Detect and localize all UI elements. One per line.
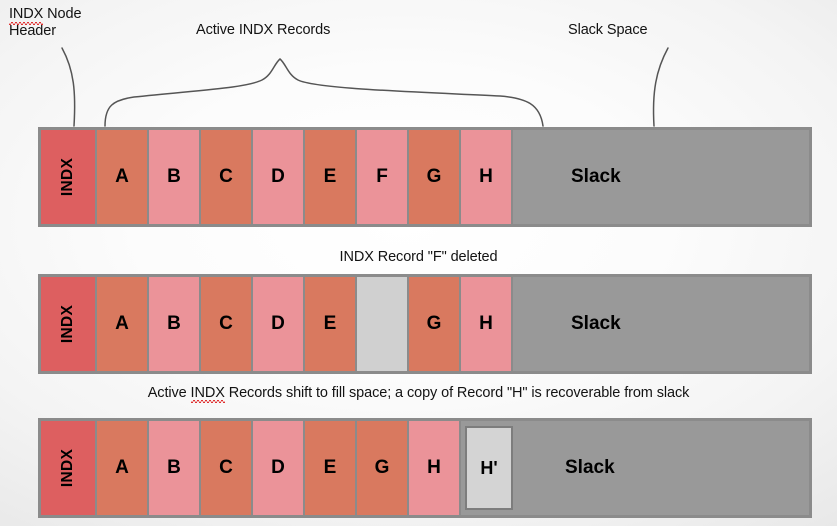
cell-record-g: G — [409, 277, 461, 371]
caption-prefix: Active — [147, 385, 191, 401]
slack-label: Slack — [565, 457, 615, 478]
brace-active-records — [104, 58, 544, 127]
cell-record-e: E — [305, 130, 357, 224]
cell-slack-region: Slack — [513, 130, 809, 224]
cell-record-d: D — [253, 130, 305, 224]
cell-record-b: B — [149, 421, 201, 515]
row-initial-bar: INDX A B C D E F G H Slack — [38, 127, 812, 227]
cell-slack-region: Slack — [513, 277, 809, 371]
label-header-line2: Header — [9, 23, 56, 39]
leader-line-node-header — [61, 47, 76, 127]
cell-record-h: H — [461, 130, 513, 224]
label-node-suffix: Node — [43, 6, 82, 22]
cell-record-c: C — [201, 421, 253, 515]
cell-record-b: B — [149, 277, 201, 371]
cell-indx-header: INDX — [41, 277, 97, 371]
label-slack-space: Slack Space — [568, 22, 648, 38]
cell-record-a: A — [97, 130, 149, 224]
cell-slack-region-with-remnant: H' Slack — [461, 421, 809, 515]
cell-indx-header: INDX — [41, 130, 97, 224]
cell-record-f: F — [357, 130, 409, 224]
cell-recoverable-h-prime: H' — [465, 426, 513, 510]
cell-record-h: H — [409, 421, 461, 515]
cell-record-g: G — [409, 130, 461, 224]
leader-line-slack-space — [652, 47, 669, 127]
cell-record-g: G — [357, 421, 409, 515]
indx-header-text: INDX — [58, 304, 76, 344]
row-shifted-bar: INDX A B C D E G H H' Slack — [38, 418, 812, 518]
cell-record-b: B — [149, 130, 201, 224]
cell-record-a: A — [97, 421, 149, 515]
row-deleted-bar: INDX A B C D E G H Slack — [38, 274, 812, 374]
indx-header-text: INDX — [58, 448, 76, 488]
label-active-indx-records: Active INDX Records — [196, 22, 331, 38]
cell-record-c: C — [201, 130, 253, 224]
cell-deleted-slot-f — [357, 277, 409, 371]
caption-record-f-deleted: INDX Record "F" deleted — [339, 249, 498, 265]
cell-record-e: E — [305, 421, 357, 515]
misspelled-indx-token: INDX — [9, 6, 44, 25]
misspelled-indx-token: INDX — [190, 385, 226, 403]
cell-record-h: H — [461, 277, 513, 371]
cell-record-d: D — [253, 277, 305, 371]
cell-record-e: E — [305, 277, 357, 371]
cell-record-c: C — [201, 277, 253, 371]
cell-record-a: A — [97, 277, 149, 371]
caption-suffix: Records shift to fill space; a copy of R… — [224, 385, 690, 401]
cell-record-d: D — [253, 421, 305, 515]
cell-indx-header: INDX — [41, 421, 97, 515]
indx-header-text: INDX — [58, 157, 76, 197]
caption-records-shifted: Active INDX Records shift to fill space;… — [0, 385, 837, 403]
annotation-leader-lines — [61, 47, 669, 127]
